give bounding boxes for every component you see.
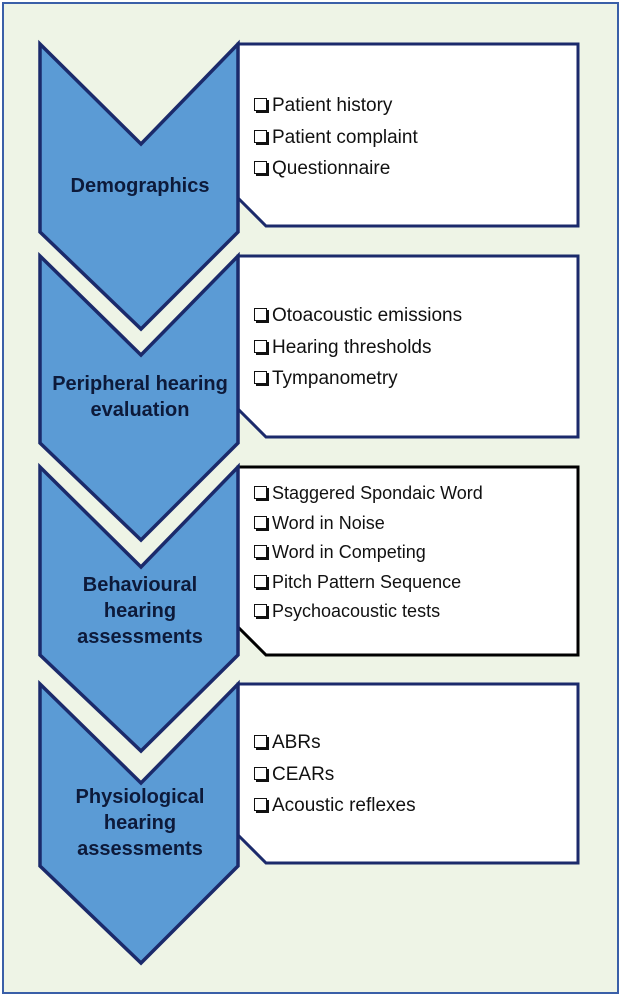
list-item: Otoacoustic emissions	[254, 300, 462, 332]
list-item-text: Hearing thresholds	[272, 336, 432, 358]
list-item-text: CEARs	[272, 763, 335, 785]
checkbox-bullet-icon	[254, 735, 267, 749]
list-item-text: Patient complaint	[272, 126, 418, 148]
list-item: Psychoacoustic tests	[254, 597, 483, 627]
stage-3-label: Behavioural hearing assessments	[40, 570, 240, 652]
list-item: Patient history	[254, 90, 418, 122]
stage-1-label: Demographics	[40, 170, 240, 202]
list-item: Word in Noise	[254, 509, 483, 539]
checkbox-bullet-icon	[254, 98, 267, 112]
list-item-text: Patient history	[272, 95, 393, 116]
checkbox-bullet-icon	[254, 161, 267, 175]
checkbox-bullet-icon	[254, 515, 267, 529]
checkbox-bullet-icon	[254, 486, 267, 500]
stage-3-label-line: assessments	[77, 626, 203, 648]
checkbox-bullet-icon	[254, 798, 267, 812]
list-item-text: ABRs	[272, 732, 321, 753]
checkbox-bullet-icon	[254, 545, 267, 559]
list-item: Patient complaint	[254, 122, 418, 154]
stage-4-item-list: ABRs CEARs Acoustic reflexes	[254, 727, 416, 822]
list-item-text: Word in Noise	[272, 512, 385, 533]
checkbox-bullet-icon	[254, 604, 267, 618]
stage-2-chevron	[38, 251, 240, 543]
stage-2-item-list: Otoacoustic emissions Hearing thresholds…	[254, 300, 462, 395]
list-item: Acoustic reflexes	[254, 790, 416, 822]
checkbox-bullet-icon	[254, 129, 267, 143]
stage-3-item-list: Staggered Spondaic Word Word in Noise Wo…	[254, 479, 483, 627]
stage-4-label-line: hearing	[103, 812, 177, 834]
list-item: Staggered Spondaic Word	[254, 479, 483, 509]
stage-3-label-line: Behavioural	[82, 574, 198, 596]
list-item-text: Pitch Pattern Sequence	[272, 571, 462, 592]
list-item: Questionnaire	[254, 153, 418, 185]
stage-2-label: Peripheral hearing evaluation	[40, 368, 240, 426]
stage-4-label-line: Physiological	[75, 786, 205, 808]
stage-1-label-line: Demographics	[70, 175, 210, 197]
checkbox-bullet-icon	[254, 308, 267, 322]
checkbox-bullet-icon	[254, 574, 267, 588]
stage-2-label-line: Peripheral hearing	[52, 373, 228, 395]
stage-2-label-line: evaluation	[90, 399, 190, 421]
checkbox-bullet-icon	[254, 339, 267, 353]
stage-1-chevron	[38, 39, 240, 332]
checkbox-bullet-icon	[254, 766, 267, 780]
list-item: Word in Competing	[254, 538, 483, 568]
stage-1-item-list: Patient history Patient complaint Questi…	[254, 90, 418, 185]
checkbox-bullet-icon	[254, 371, 267, 385]
stage-3-chevron	[38, 462, 240, 754]
list-item: CEARs	[254, 759, 416, 791]
list-item-text: Word in Competing	[272, 542, 426, 562]
stage-3-label-line: hearing	[103, 600, 177, 622]
list-item-text: Otoacoustic emissions	[272, 305, 463, 326]
list-item-text: Tympanometry	[272, 368, 398, 389]
list-item-text: Psychoacoustic tests	[272, 601, 441, 621]
list-item-text: Questionnaire	[272, 158, 391, 179]
list-item: Pitch Pattern Sequence	[254, 568, 483, 598]
stage-4-label-line: assessments	[77, 838, 203, 860]
list-item: Hearing thresholds	[254, 332, 462, 364]
stage-4-chevron	[38, 679, 240, 966]
list-item: Tympanometry	[254, 363, 462, 395]
stage-4-label: Physiological hearing assessments	[40, 782, 240, 864]
list-item-text: Staggered Spondaic Word	[272, 483, 483, 503]
list-item-text: Acoustic reflexes	[272, 795, 416, 816]
list-item: ABRs	[254, 727, 416, 759]
